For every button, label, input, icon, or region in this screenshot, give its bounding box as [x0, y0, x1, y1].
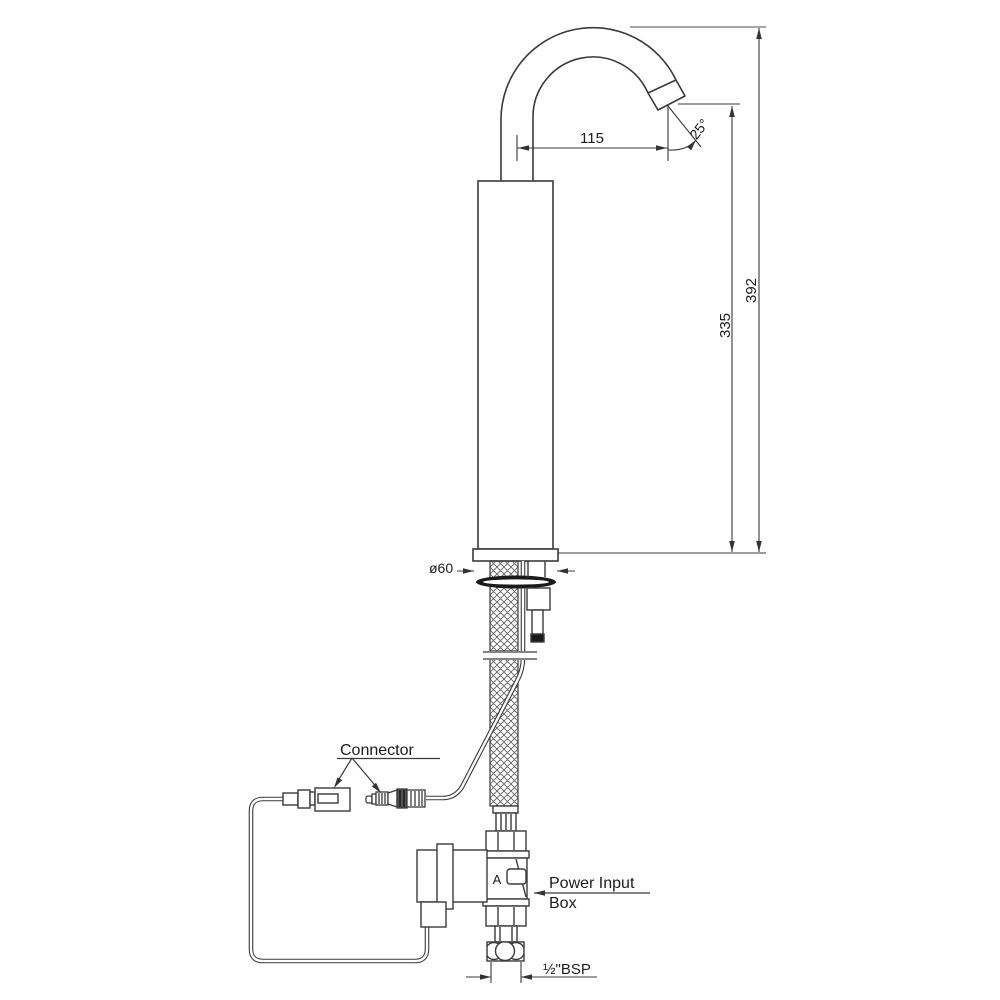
base-gasket — [476, 575, 556, 589]
dim-dia60-text: ø60 — [429, 560, 453, 576]
dimension-lines — [558, 26, 766, 554]
dimension-115 — [516, 135, 668, 161]
label-connector: Connector — [335, 742, 440, 791]
spout-aerator-ring — [647, 79, 677, 94]
dim-115-text: 115 — [580, 130, 604, 147]
hose-break — [482, 651, 538, 660]
label-power-input-box: Power Input Box — [534, 875, 650, 912]
control-valve — [482, 805, 530, 962]
female-connector — [282, 787, 351, 812]
body-cylinder — [477, 180, 554, 550]
dim-335-text: 335 — [717, 313, 734, 338]
valve-flow-marker: A — [493, 872, 502, 887]
male-plug — [365, 788, 426, 809]
faucet-body — [472, 180, 559, 562]
power-input-label-line2: Box — [549, 895, 577, 912]
dimension-bsp — [466, 962, 597, 983]
dim-25deg-text: 25° — [686, 116, 712, 143]
power-input-box — [416, 843, 488, 928]
spout-outline — [500, 26, 686, 184]
dim-bsp-text: ½"BSP — [543, 961, 591, 978]
base-flange — [472, 548, 559, 562]
sensor-cable — [426, 561, 526, 801]
control-cable-loop — [248, 796, 430, 964]
mounting-stud — [526, 561, 551, 643]
spout — [500, 26, 686, 184]
dim-392-text: 392 — [743, 278, 760, 303]
power-input-label-line1: Power Input — [549, 875, 635, 892]
connector-label-text: Connector — [340, 742, 414, 759]
